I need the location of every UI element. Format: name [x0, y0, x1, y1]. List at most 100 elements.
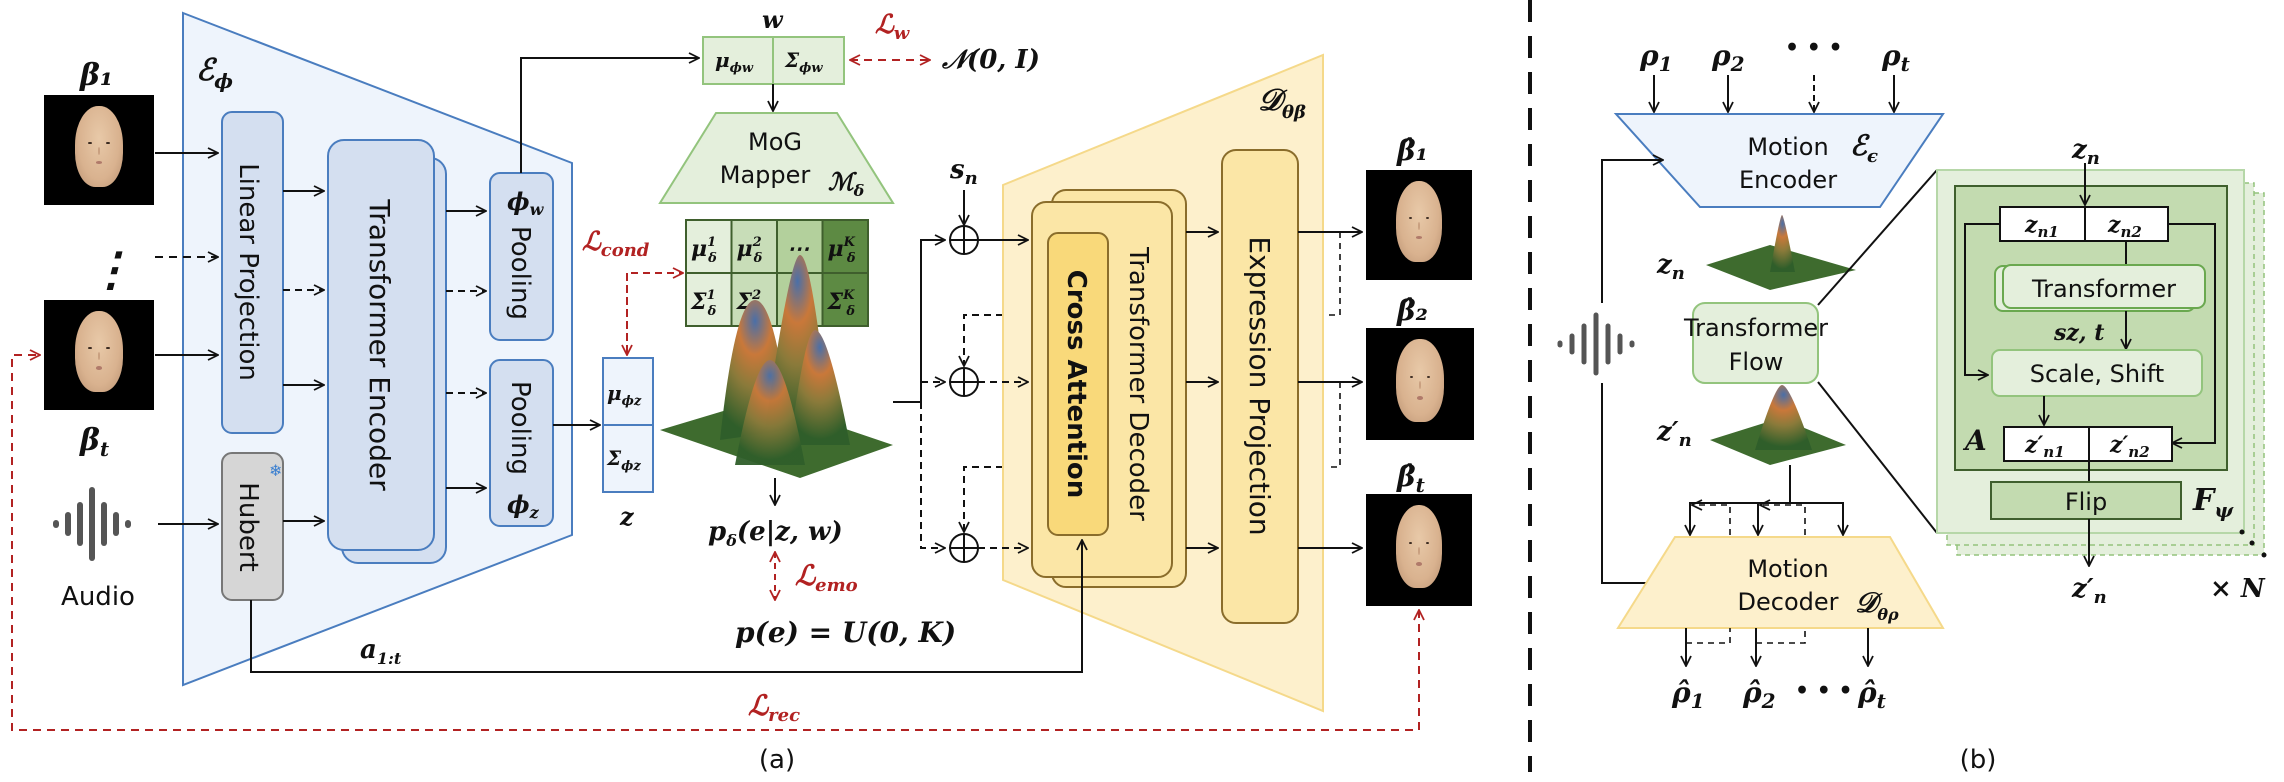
motion-input-1: ρ1 [1639, 39, 1673, 76]
motion-input-labels: ρ1 ρ2 • • • ρt [1639, 35, 1911, 76]
sum-node-2 [949, 367, 979, 397]
zn-prime-gaussian-surface [1710, 385, 1846, 465]
audio-label: Audio [61, 582, 135, 612]
motion-input-t: ρt [1881, 39, 1911, 76]
feedback-line-2 [964, 314, 1003, 366]
affine-label: A [1962, 424, 1987, 457]
output-label-2: β̂₂ [1396, 294, 1428, 327]
branch-line-main [893, 240, 945, 403]
prior-label: p(e) = U(0, K) [735, 616, 956, 649]
branch-line-dashed [920, 402, 945, 548]
loss-rec-label: ℒrec [748, 689, 800, 726]
output-feedback-1 [1326, 232, 1341, 316]
flow-output-label: z′n [2071, 574, 2107, 608]
mog-mapper-symbol: ℳδ [828, 167, 865, 200]
flow-input-label: zn [2071, 135, 2100, 169]
mog-mapper-block [658, 112, 895, 204]
flow-transformer-block [2002, 264, 2206, 309]
w-mu-cell [702, 36, 774, 85]
motion-decoder-symbol: 𝒟θρ [1855, 586, 1899, 624]
transformer-flow-line1: Transformer [1683, 314, 1828, 342]
loss-emo-label: ℒemo [795, 559, 858, 596]
output-feedback-2 [1326, 382, 1341, 468]
cross-attention-label: Cross Attention [1061, 270, 1091, 499]
split-cell-2-text: zn2 [2107, 212, 2142, 241]
autoregressive-feedback-2 [1760, 505, 1806, 535]
motion-output-2: ρ̂2 [1742, 676, 1776, 713]
style-code-label: sn [949, 155, 978, 189]
merged-cell-2 [2088, 426, 2173, 462]
transformer-encoder-label: Transformer Encoder [363, 198, 396, 491]
z-label: z [619, 502, 635, 531]
transformer-decoder-label: Transformer Decoder [1123, 246, 1153, 521]
flip-label: Flip [2065, 488, 2107, 516]
input-face-beta1 [44, 95, 154, 205]
zoom-line-bottom [1817, 381, 1938, 534]
panel-a-label: (a) [759, 745, 795, 775]
transformer-flow-block [1692, 302, 1819, 384]
bypass-left [1964, 223, 2000, 375]
motion-output-1: ρ̂1 [1671, 676, 1705, 713]
split-cell-1 [1999, 206, 2086, 242]
input-face-betat [44, 300, 154, 410]
panel-b-label: (b) [1960, 745, 1997, 775]
motion-encoder-line1: Motion [1747, 133, 1828, 161]
linear-projection-label: Linear Projection [233, 163, 263, 381]
bypass-right [2168, 223, 2216, 443]
pooling-z-label: Pooling [505, 381, 535, 475]
motion-decoder-line1: Motion [1747, 555, 1828, 583]
audio-to-encoder-line [1601, 160, 1663, 303]
flow-transformer-label: Transformer [2031, 275, 2176, 303]
loss-cond-label: ℒcond [582, 227, 650, 261]
encoder-symbol: ℰϕ [196, 53, 233, 93]
sum-node-3 [949, 533, 979, 563]
repeat-label: × N [2210, 574, 2266, 604]
frozen-snowflake-icon: ❄ [269, 461, 282, 480]
merged-cell-1-text: z′n1 [2024, 432, 2065, 461]
input-dots: ⋮ [88, 242, 134, 296]
mog-mapper-line1: MoG [748, 128, 802, 156]
w-sigma-text: Σϕw [784, 48, 823, 76]
w-mu-text: μϕw [715, 48, 754, 76]
input-label-beta1: β₁ [79, 58, 113, 93]
split-cell-2 [2084, 206, 2169, 242]
zn-prime-label: z′n [1656, 417, 1692, 451]
loss-cond-arrow-right [626, 273, 683, 353]
audio-waveform-icon [53, 487, 131, 561]
pooling-w-label: Pooling [505, 226, 535, 320]
feedback-line-3 [964, 466, 1003, 532]
audio-feature-label: a1:t [360, 635, 402, 668]
zn-prime-branch [1689, 502, 1844, 533]
output-face-beta1 [1366, 170, 1472, 280]
zn-label: zn [1656, 250, 1685, 284]
motion-encoder-block [1613, 113, 1945, 208]
hubert-label: Hubert [233, 482, 263, 571]
motion-encoder-line2: Encoder [1739, 166, 1837, 194]
output-face-beta2 [1366, 328, 1474, 440]
scale-shift-label: Scale, Shift [2030, 360, 2164, 388]
arrow-poolw-to-w [520, 58, 699, 173]
zn-gaussian-surface [1706, 215, 1856, 290]
motion-input-2: ρ2 [1711, 39, 1745, 76]
pooling-w-symbol: ϕw [507, 187, 545, 219]
motion-input-dots: • • • [1785, 35, 1843, 61]
motion-decoder-block [1616, 536, 1945, 629]
scale-shift-block [1991, 349, 2203, 397]
output-dashed-2 [1756, 628, 1806, 644]
mog-grid-cell-text: ⋯ [787, 236, 810, 262]
loss-w-label: ℒw [875, 10, 911, 44]
transformer-flow-line2: Flow [1729, 348, 1784, 376]
merged-cell-2-text: z′n2 [2109, 432, 2150, 461]
split-cell-1-text: zn1 [2024, 212, 2059, 241]
zoom-line-top [1817, 169, 1938, 306]
normal-prior-label: 𝒩(0, I) [941, 45, 1040, 75]
input-label-betat: βt [79, 423, 110, 461]
